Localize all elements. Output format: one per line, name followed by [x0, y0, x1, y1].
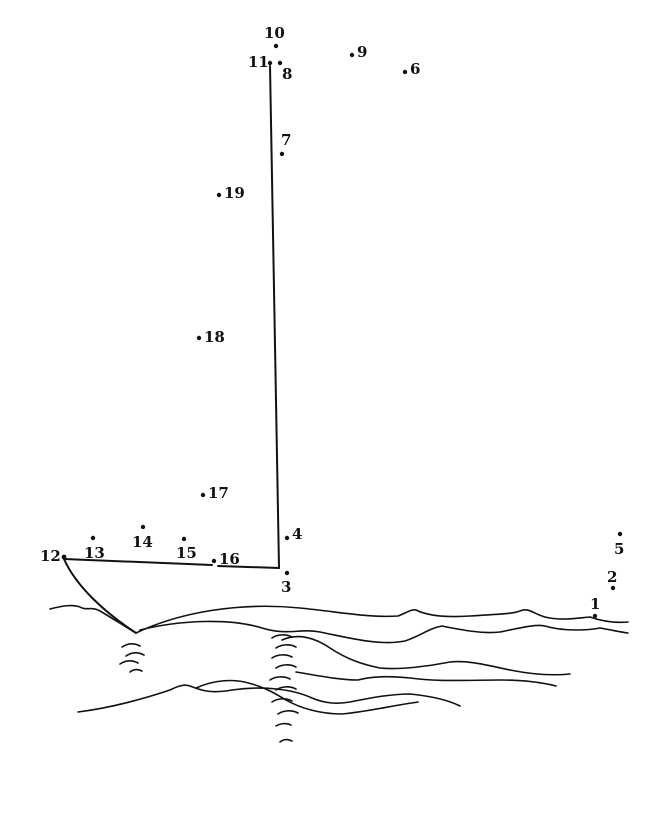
label-17: 17 — [208, 484, 229, 502]
dot-4 — [284, 535, 290, 541]
dot-14 — [140, 524, 146, 530]
label-1: 1 — [590, 595, 600, 613]
dot-2 — [610, 585, 616, 591]
wave-line — [135, 605, 629, 634]
label-4: 4 — [292, 525, 302, 543]
wave-line — [49, 604, 137, 634]
water-reflection-strokes — [119, 634, 299, 743]
label-14: 14 — [132, 533, 153, 551]
label-15: 15 — [176, 544, 197, 562]
dot-7 — [279, 151, 285, 157]
label-6: 6 — [410, 60, 420, 78]
mast-line — [269, 65, 280, 569]
dot-19 — [216, 192, 222, 198]
dot-9 — [349, 52, 355, 58]
label-18: 18 — [204, 328, 225, 346]
dot-17 — [200, 492, 206, 498]
wave-line — [139, 620, 629, 644]
dot-13 — [90, 535, 96, 541]
wave-line — [281, 635, 571, 676]
label-8: 8 — [282, 65, 292, 83]
sea-waves — [49, 604, 629, 743]
label-11: 11 — [248, 53, 269, 71]
wave-line — [295, 671, 557, 687]
label-3: 3 — [281, 578, 291, 596]
dot-18 — [196, 335, 202, 341]
dot-16 — [211, 558, 217, 564]
dot-6 — [402, 69, 408, 75]
dot-3 — [284, 570, 290, 576]
dot-10 — [273, 43, 279, 49]
dot-8 — [277, 60, 283, 66]
label-12: 12 — [40, 547, 61, 565]
dot-12 — [61, 554, 67, 560]
label-16: 16 — [219, 550, 240, 568]
dot-5 — [617, 531, 623, 537]
label-2: 2 — [607, 568, 617, 586]
label-13: 13 — [84, 544, 105, 562]
puzzle-dots — [61, 43, 623, 619]
puzzle-number-labels: 1 2 3 4 5 6 7 8 9 10 11 12 13 14 15 16 1… — [40, 24, 624, 613]
dot-11 — [267, 60, 273, 66]
hull-curve — [63, 558, 137, 634]
wave-line — [77, 684, 461, 713]
label-7: 7 — [281, 131, 291, 149]
label-9: 9 — [357, 43, 367, 61]
dot-15 — [181, 536, 187, 542]
label-5: 5 — [614, 540, 624, 558]
label-19: 19 — [224, 184, 245, 202]
boom-line — [63, 558, 280, 569]
dot-1 — [592, 613, 598, 619]
label-10: 10 — [264, 24, 285, 42]
wave-line — [195, 679, 419, 715]
